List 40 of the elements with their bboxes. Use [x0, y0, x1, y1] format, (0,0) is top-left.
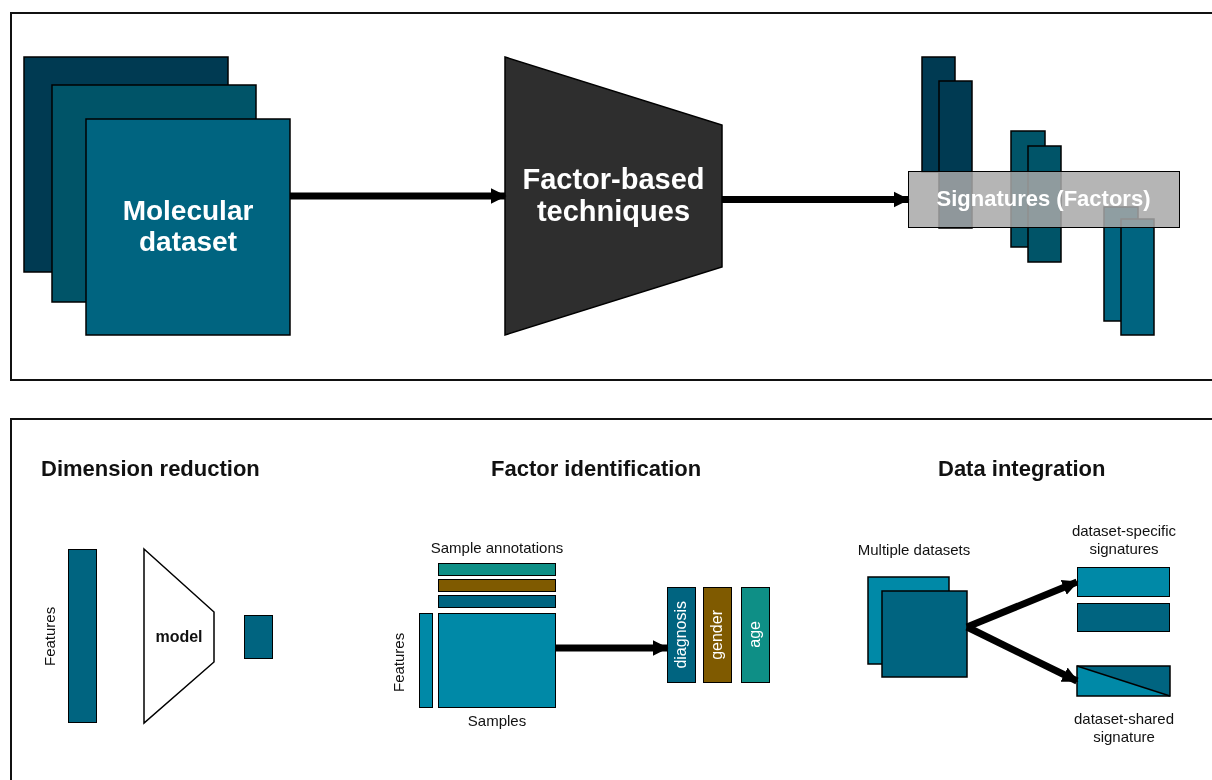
trapezoid-shape [505, 57, 722, 335]
node-title: Molecular dataset [121, 196, 255, 258]
node-label: Signatures (Factors) [936, 186, 1151, 212]
annotation-bar [438, 595, 556, 608]
annotation-column [741, 587, 770, 683]
dataset-stack [868, 577, 967, 677]
signature-bar [1077, 603, 1170, 632]
feature-bar [68, 549, 97, 723]
data-matrix [438, 613, 556, 708]
group-label: dataset-specific signatures [1070, 522, 1178, 558]
arrow [556, 640, 669, 656]
dataset-stack [24, 57, 290, 335]
node-label: model [155, 628, 203, 646]
panel [10, 12, 1212, 381]
reduced-square [244, 615, 273, 659]
annotation-bar [438, 579, 556, 592]
node-label: Factor-based techniques [521, 164, 706, 228]
axis-label: Features [41, 605, 59, 668]
axis-label: Samples [466, 712, 528, 730]
model-trapezoid [144, 549, 214, 723]
section-heading: Factor identification [491, 456, 703, 483]
annotation-label: gender [708, 609, 726, 660]
axis-label: Features [390, 631, 408, 694]
feature-bar [419, 613, 433, 708]
group-label: dataset-shared signature [1072, 710, 1176, 746]
section-heading: Dimension reduction [41, 456, 261, 483]
panel [10, 418, 1212, 780]
signature-bar [908, 171, 1180, 228]
shared-signature-bar [1077, 666, 1170, 696]
arrow [290, 188, 507, 204]
section-heading: Data integration [938, 456, 1107, 483]
signature-bar [1077, 567, 1170, 597]
group-label: Multiple datasets [856, 541, 972, 559]
annotation-label: diagnosis [672, 600, 690, 669]
axis-label: Sample annotations [429, 539, 565, 557]
annotation-label: age [746, 621, 764, 648]
annotation-column [667, 587, 696, 683]
annotation-column [703, 587, 732, 683]
arrow [722, 191, 910, 208]
annotation-bar [438, 563, 556, 576]
